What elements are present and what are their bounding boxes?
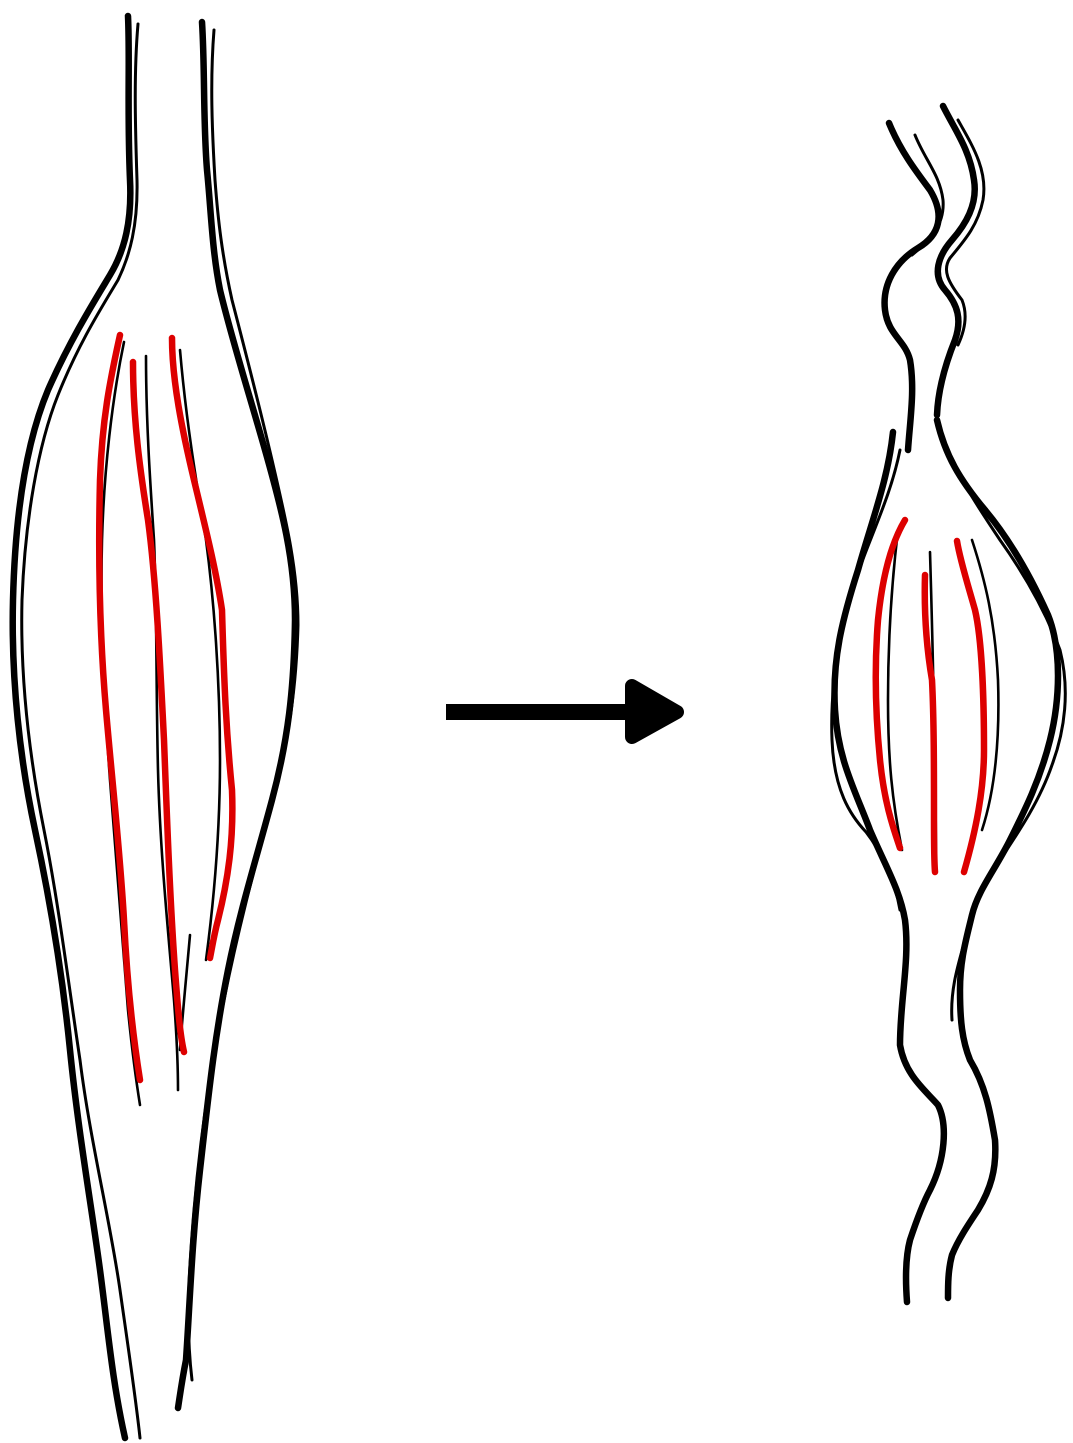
contracted-tendon-top-left [885, 123, 939, 450]
contracted-belly-left-echo [832, 450, 900, 910]
relaxed-outline-right-echo [188, 30, 298, 1380]
contracted-inner-line-1 [888, 530, 902, 850]
relaxed-muscle-outline [13, 16, 298, 1438]
contracted-belly-right [937, 420, 1058, 1298]
relaxed-fiber-3 [172, 338, 232, 958]
relaxed-fiber-2 [133, 362, 184, 1052]
relaxed-fiber-1 [99, 335, 140, 1080]
arrow-head [632, 686, 677, 737]
contracted-fiber-3 [957, 541, 984, 872]
relaxed-muscle-fibers [99, 335, 232, 1080]
contracted-muscle [832, 106, 1066, 1302]
relaxed-muscle [13, 16, 298, 1438]
right-arrow-icon [446, 686, 677, 737]
contracted-muscle-outline [832, 106, 1066, 1302]
contracted-fiber-1 [876, 520, 905, 848]
contracted-tendon-top-right [937, 106, 975, 415]
relaxed-outline-left [13, 16, 131, 1438]
contracted-fiber-2 [925, 575, 935, 872]
